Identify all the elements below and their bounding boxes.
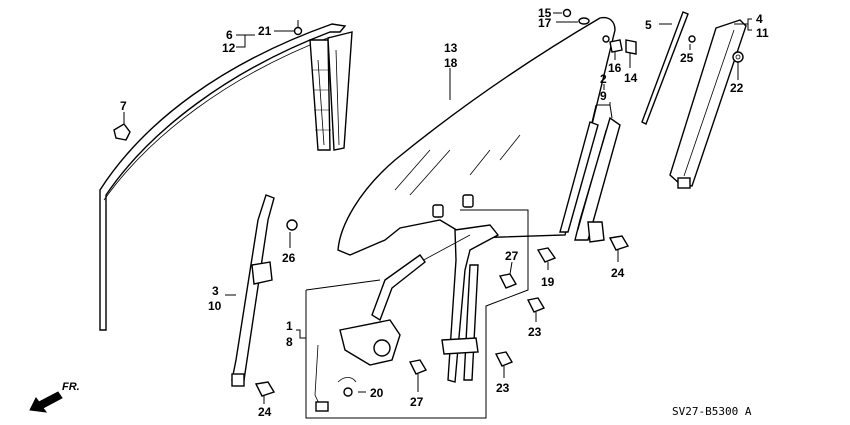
bolt-part-15 xyxy=(562,8,590,25)
callout-16: 16 xyxy=(608,61,622,75)
door-glass xyxy=(337,16,616,256)
callout-19: 19 xyxy=(541,275,555,289)
callout-17: 17 xyxy=(538,16,552,30)
callout-25: 25 xyxy=(680,51,694,65)
callout-2: 2 xyxy=(600,72,607,86)
callout-5: 5 xyxy=(645,18,652,32)
nut-part-22 xyxy=(732,51,744,63)
callout-21: 21 xyxy=(258,24,272,38)
callout-26: 26 xyxy=(282,251,296,265)
clip-part-7 xyxy=(113,112,131,141)
bolt-part-27-upper xyxy=(498,273,518,289)
callout-18: 18 xyxy=(444,56,458,70)
screw-part-21 xyxy=(293,20,303,36)
harness-clip-part-20 xyxy=(337,377,357,397)
callout-15: 15 xyxy=(538,6,552,20)
callout-23-lower: 23 xyxy=(496,381,510,395)
nut-part-26 xyxy=(286,219,298,231)
leader-lines xyxy=(123,12,752,404)
rear-run-channel xyxy=(559,116,621,243)
direction-label: FR. xyxy=(62,381,80,393)
callout-24-right: 24 xyxy=(611,266,625,280)
bolt-part-19 xyxy=(536,247,557,263)
front-run-channel xyxy=(231,194,275,387)
window-regulator xyxy=(314,224,500,412)
outer-molding-5 xyxy=(641,11,689,125)
callout-14: 14 xyxy=(624,71,638,85)
bolt-part-27-lower xyxy=(408,359,428,375)
callout-4: 4 xyxy=(756,12,763,26)
callout-numbers: 6 12 21 7 13 18 15 17 16 14 5 4 11 25 22… xyxy=(120,6,769,419)
bolt-part-25 xyxy=(688,35,696,43)
callout-10: 10 xyxy=(208,299,222,313)
callout-23-upper: 23 xyxy=(528,325,542,339)
callout-1: 1 xyxy=(286,319,293,333)
bolt-part-23-upper xyxy=(526,297,546,313)
callout-6: 6 xyxy=(226,28,233,42)
bolt-part-24-right xyxy=(608,235,630,251)
callout-13: 13 xyxy=(444,41,458,55)
callout-24-left: 24 xyxy=(258,405,272,419)
drawing-code: SV27-B5300 A xyxy=(672,405,752,418)
bolt-part-23-lower xyxy=(494,351,514,367)
callout-12: 12 xyxy=(222,41,236,55)
regulator-bracket-outline xyxy=(305,209,529,419)
callout-11: 11 xyxy=(756,26,769,40)
callout-3: 3 xyxy=(212,284,219,298)
bolt-part-24-left xyxy=(254,381,276,397)
door-sash-channel xyxy=(99,23,353,331)
callout-27-upper: 27 xyxy=(505,249,519,263)
callout-7: 7 xyxy=(120,99,127,113)
center-channel-4 xyxy=(669,19,747,189)
clip-part-16 xyxy=(609,39,637,55)
callout-20: 20 xyxy=(370,386,384,400)
callout-8: 8 xyxy=(286,335,293,349)
callout-27-lower: 27 xyxy=(410,395,424,409)
front-direction-arrow: FR. xyxy=(29,381,80,413)
callout-22: 22 xyxy=(730,81,744,95)
callout-9: 9 xyxy=(600,89,607,103)
